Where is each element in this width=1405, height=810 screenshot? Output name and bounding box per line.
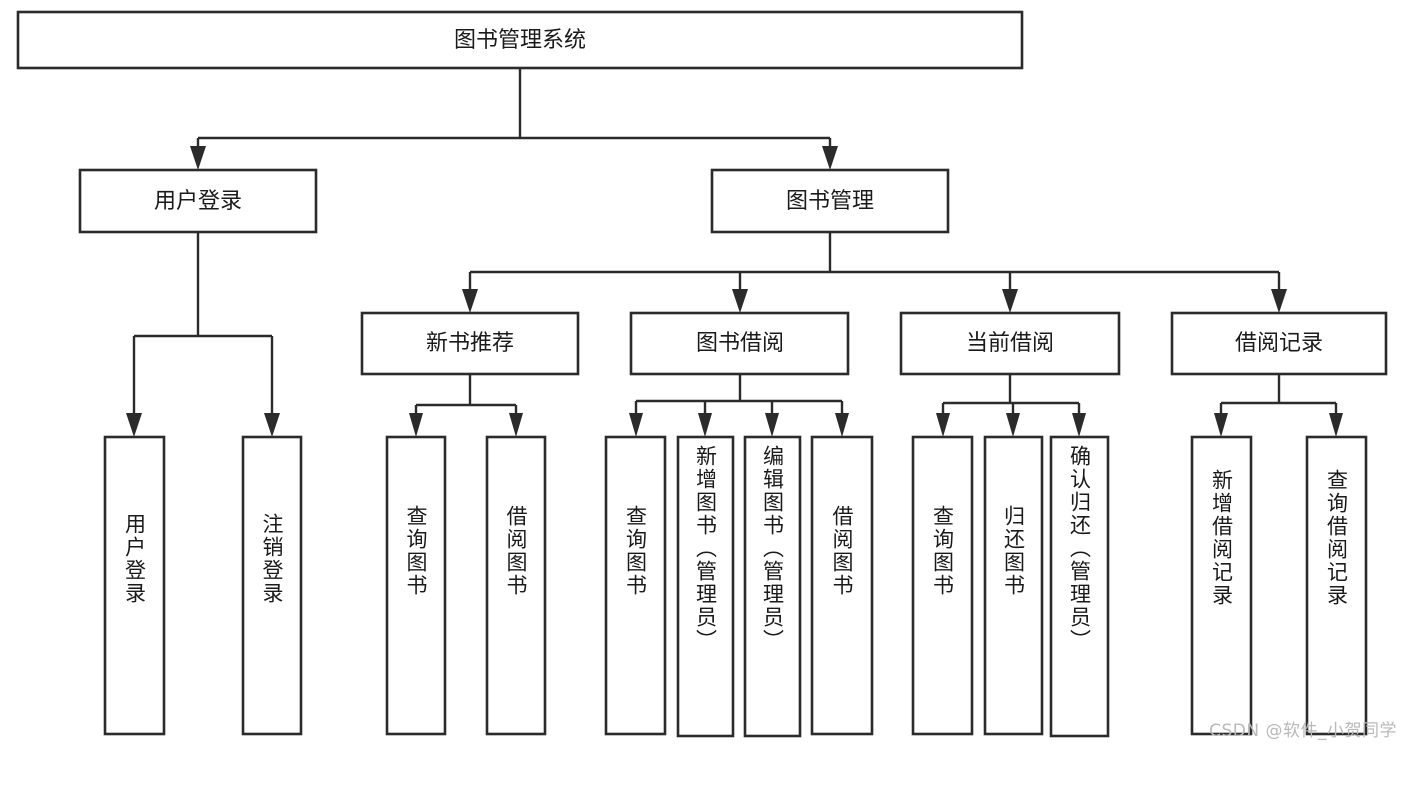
arrow-head-leaf-user-login bbox=[126, 413, 142, 437]
node-book-manage-rect[interactable] bbox=[710, 168, 950, 234]
node-current-borrow-rect[interactable] bbox=[899, 311, 1121, 376]
node-book-borrow[interactable]: 图书借阅 bbox=[629, 311, 850, 376]
node-layer: 图书管理系统 用户登录 图书管理 新书推荐 图书借阅 bbox=[16, 10, 1388, 738]
arrow-head-user-login bbox=[190, 146, 206, 170]
arrow-head-leaf-query-book-1 bbox=[409, 413, 423, 437]
node-leaf-edit-book-rect[interactable] bbox=[743, 435, 802, 738]
node-leaf-add-record-rect[interactable] bbox=[1190, 435, 1253, 736]
arrow-head-new-book-rec bbox=[462, 289, 478, 313]
node-current-borrow[interactable]: 当前借阅 bbox=[899, 311, 1121, 376]
arrow-head-leaf-query-record bbox=[1329, 413, 1343, 437]
arrow-head-leaf-add-book bbox=[698, 413, 712, 437]
node-borrow-record-rect[interactable] bbox=[1170, 311, 1388, 376]
node-user-login[interactable]: 用户登录 bbox=[78, 168, 318, 234]
node-current-borrow-label: 当前借阅 bbox=[966, 331, 1054, 356]
arrow-head-leaf-query-book-2 bbox=[629, 413, 643, 437]
node-leaf-query-book-3-rect[interactable] bbox=[911, 435, 974, 736]
node-user-login-label: 用户登录 bbox=[154, 189, 242, 214]
arrow-head-leaf-edit-book bbox=[765, 413, 779, 437]
node-book-borrow-label: 图书借阅 bbox=[696, 331, 784, 356]
arrow-head-leaf-confirm-return bbox=[1072, 413, 1086, 437]
node-user-login-rect[interactable] bbox=[78, 168, 318, 234]
node-root-rect[interactable] bbox=[16, 10, 1024, 70]
node-leaf-add-book-rect[interactable] bbox=[676, 435, 735, 738]
node-book-manage-label: 图书管理 bbox=[786, 189, 874, 214]
node-new-book-rec-rect[interactable] bbox=[360, 311, 580, 376]
arrow-head-book-borrow bbox=[732, 289, 748, 313]
arrow-head-leaf-return-book bbox=[1006, 413, 1020, 437]
node-new-book-rec[interactable]: 新书推荐 bbox=[360, 311, 580, 376]
node-leaf-user-login-rect[interactable] bbox=[103, 435, 166, 736]
node-leaf-query-book-2-rect[interactable] bbox=[604, 435, 667, 736]
node-root-label: 图书管理系统 bbox=[454, 28, 586, 53]
node-root[interactable]: 图书管理系统 bbox=[16, 10, 1024, 70]
node-leaf-return-book-rect[interactable] bbox=[983, 435, 1044, 736]
node-borrow-record-label: 借阅记录 bbox=[1235, 331, 1323, 356]
csdn-watermark: CSDN @软件_小贺同学 bbox=[1209, 721, 1397, 741]
arrow-head-leaf-borrow-book-2 bbox=[835, 413, 849, 437]
arrow-head-leaf-logout bbox=[264, 413, 280, 437]
node-new-book-rec-label: 新书推荐 bbox=[426, 331, 514, 356]
arrow-head-current-borrow bbox=[1002, 289, 1018, 313]
node-leaf-query-record-rect[interactable] bbox=[1305, 435, 1368, 736]
node-leaf-borrow-book-2-rect[interactable] bbox=[810, 435, 874, 736]
arrow-head-leaf-query-book-3 bbox=[936, 413, 950, 437]
arrow-head-book-manage bbox=[822, 146, 838, 170]
node-leaf-query-book-1-rect[interactable] bbox=[385, 435, 447, 736]
arrow-head-borrow-record bbox=[1271, 289, 1287, 313]
arrow-head-leaf-borrow-book-1 bbox=[509, 413, 523, 437]
flowchart-svg: 图书管理系统 用户登录 图书管理 新书推荐 图书借阅 bbox=[16, 10, 1388, 738]
node-borrow-record[interactable]: 借阅记录 bbox=[1170, 311, 1388, 376]
node-book-borrow-rect[interactable] bbox=[629, 311, 850, 376]
arrow-head-leaf-add-record bbox=[1214, 413, 1228, 437]
connector-layer bbox=[126, 68, 1343, 437]
flowchart-canvas: 图书管理系统 用户登录 图书管理 新书推荐 图书借阅 bbox=[16, 10, 1397, 741]
node-leaf-logout-rect[interactable] bbox=[241, 435, 303, 736]
node-leaf-confirm-return-rect[interactable] bbox=[1049, 435, 1110, 738]
node-leaf-borrow-book-1-rect[interactable] bbox=[485, 435, 547, 736]
node-book-manage[interactable]: 图书管理 bbox=[710, 168, 950, 234]
